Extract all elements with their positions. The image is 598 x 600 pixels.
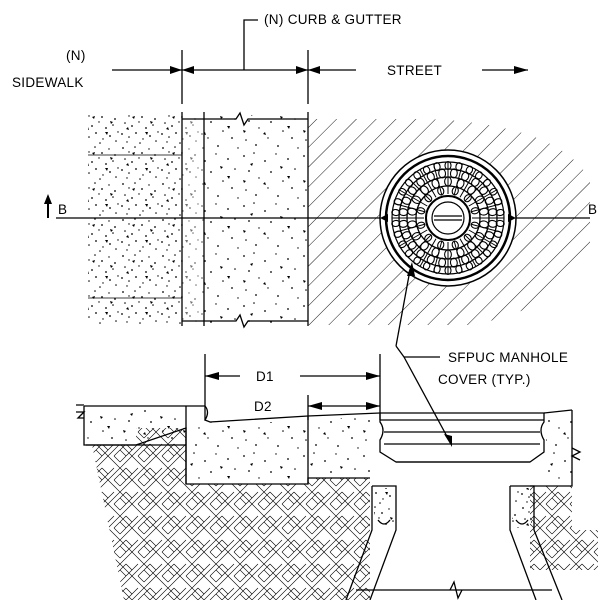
section-view: [76, 404, 598, 600]
sidewalk-plan-area: [88, 115, 182, 325]
section-label-left: B: [58, 202, 67, 217]
d1-label: D1: [256, 369, 274, 384]
dimension-d1: [204, 354, 381, 420]
section-cut-arrow-icon: [44, 194, 52, 218]
plan-view: B B: [44, 111, 597, 329]
sidewalk-label-line1: (N): [66, 48, 86, 63]
curb-gutter-label: (N) CURB & GUTTER: [264, 12, 402, 27]
manhole-label-line2: COVER (TYP.): [438, 372, 531, 387]
gutter-plan-area: [204, 115, 308, 325]
manhole-cover-icon: [379, 149, 517, 287]
top-dimension-line: [52, 50, 528, 104]
manhole-label-line1: SFPUC MANHOLE: [448, 350, 568, 365]
dimension-d2: [307, 395, 380, 420]
curb-gutter-callout: (N) CURB & GUTTER: [243, 12, 402, 70]
section-label-right: B: [588, 202, 597, 217]
sidewalk-label-line2: SIDEWALK: [12, 75, 84, 90]
d2-label: D2: [254, 399, 272, 414]
street-label: STREET: [387, 63, 442, 78]
manhole-callout: [395, 262, 452, 447]
